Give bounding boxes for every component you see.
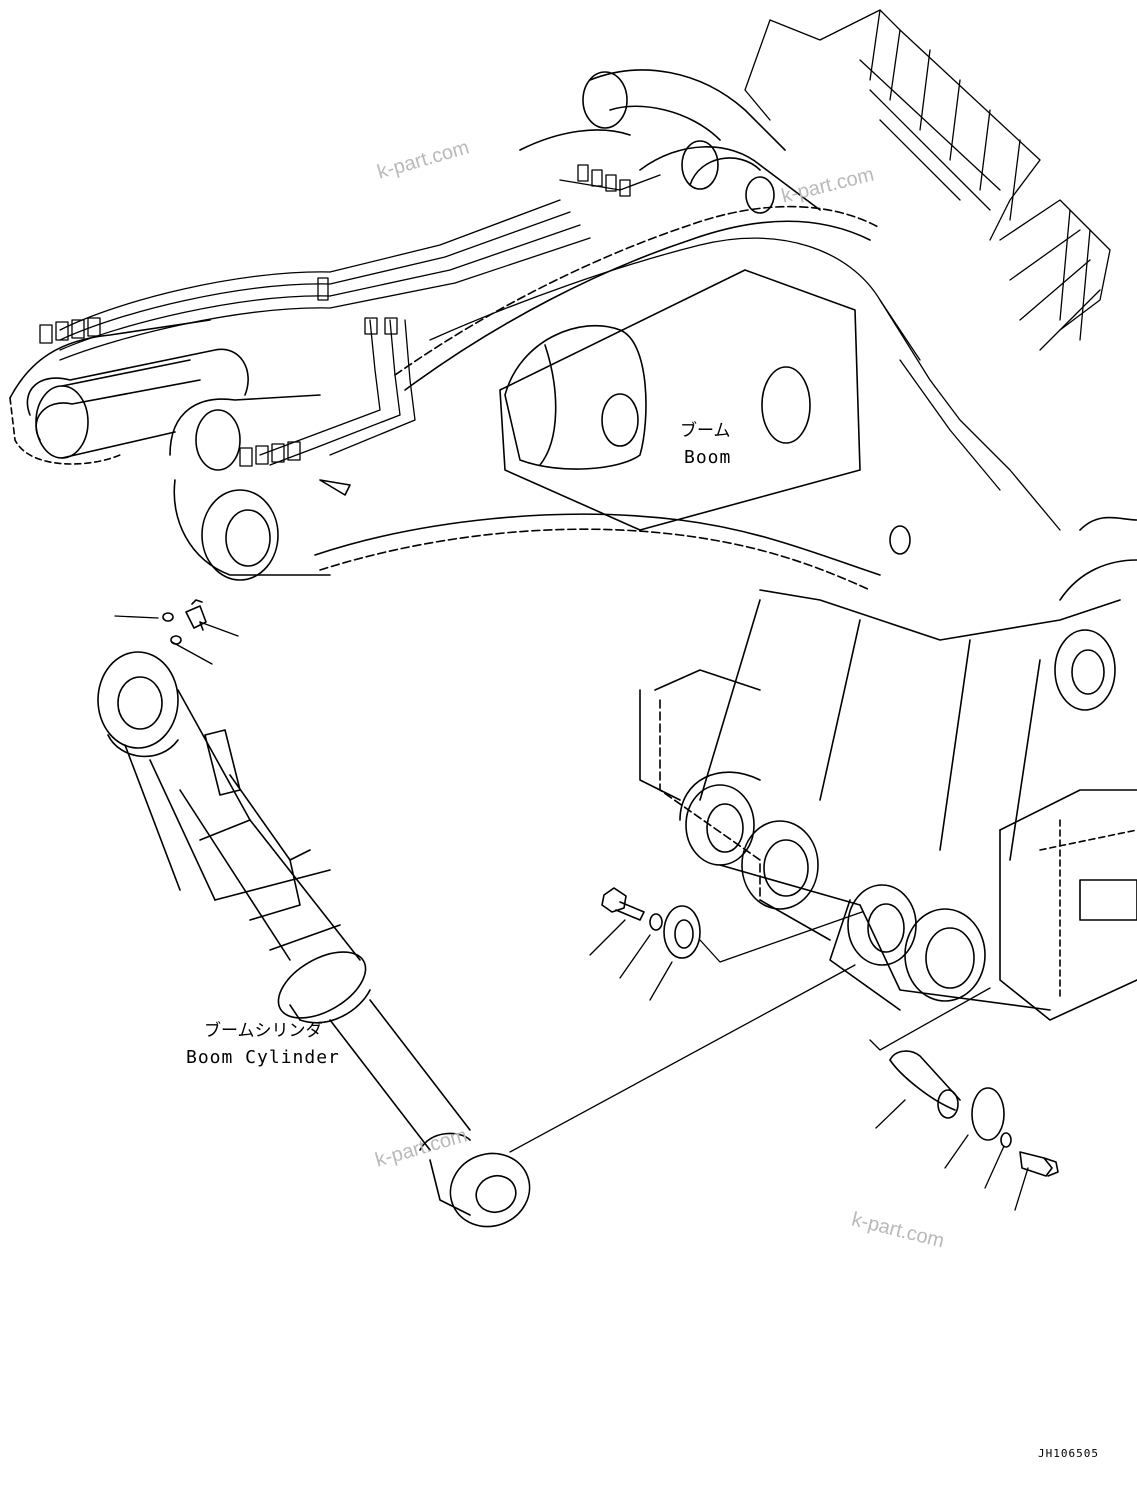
handrail-cage bbox=[745, 10, 1110, 350]
washer-icon bbox=[1001, 1133, 1011, 1147]
boom-cylinder-label-en: Boom Cylinder bbox=[186, 1047, 340, 1068]
o-ring-icon bbox=[163, 613, 173, 621]
bolt-icon bbox=[602, 888, 644, 920]
boom-structure bbox=[10, 70, 910, 590]
revolving-frame bbox=[640, 518, 1137, 1021]
boom-cylinder-label-jp: ブームシリンダ bbox=[204, 1021, 323, 1041]
boom-cylinder bbox=[98, 652, 540, 1238]
drawing-code: JH106505 bbox=[1038, 1447, 1099, 1460]
plate-icon bbox=[664, 906, 700, 958]
leader-lines bbox=[115, 616, 1028, 1210]
boom-label-en: Boom bbox=[684, 447, 732, 468]
washer-icon bbox=[650, 914, 662, 930]
o-ring-icon bbox=[171, 636, 181, 644]
pin-icon bbox=[890, 1051, 960, 1118]
bolt-icon bbox=[1020, 1152, 1058, 1176]
plate-icon bbox=[972, 1088, 1004, 1140]
boom-label-jp: ブーム bbox=[680, 421, 731, 441]
grease-fitting-icon bbox=[186, 600, 206, 630]
hydraulic-lines bbox=[40, 165, 1060, 530]
